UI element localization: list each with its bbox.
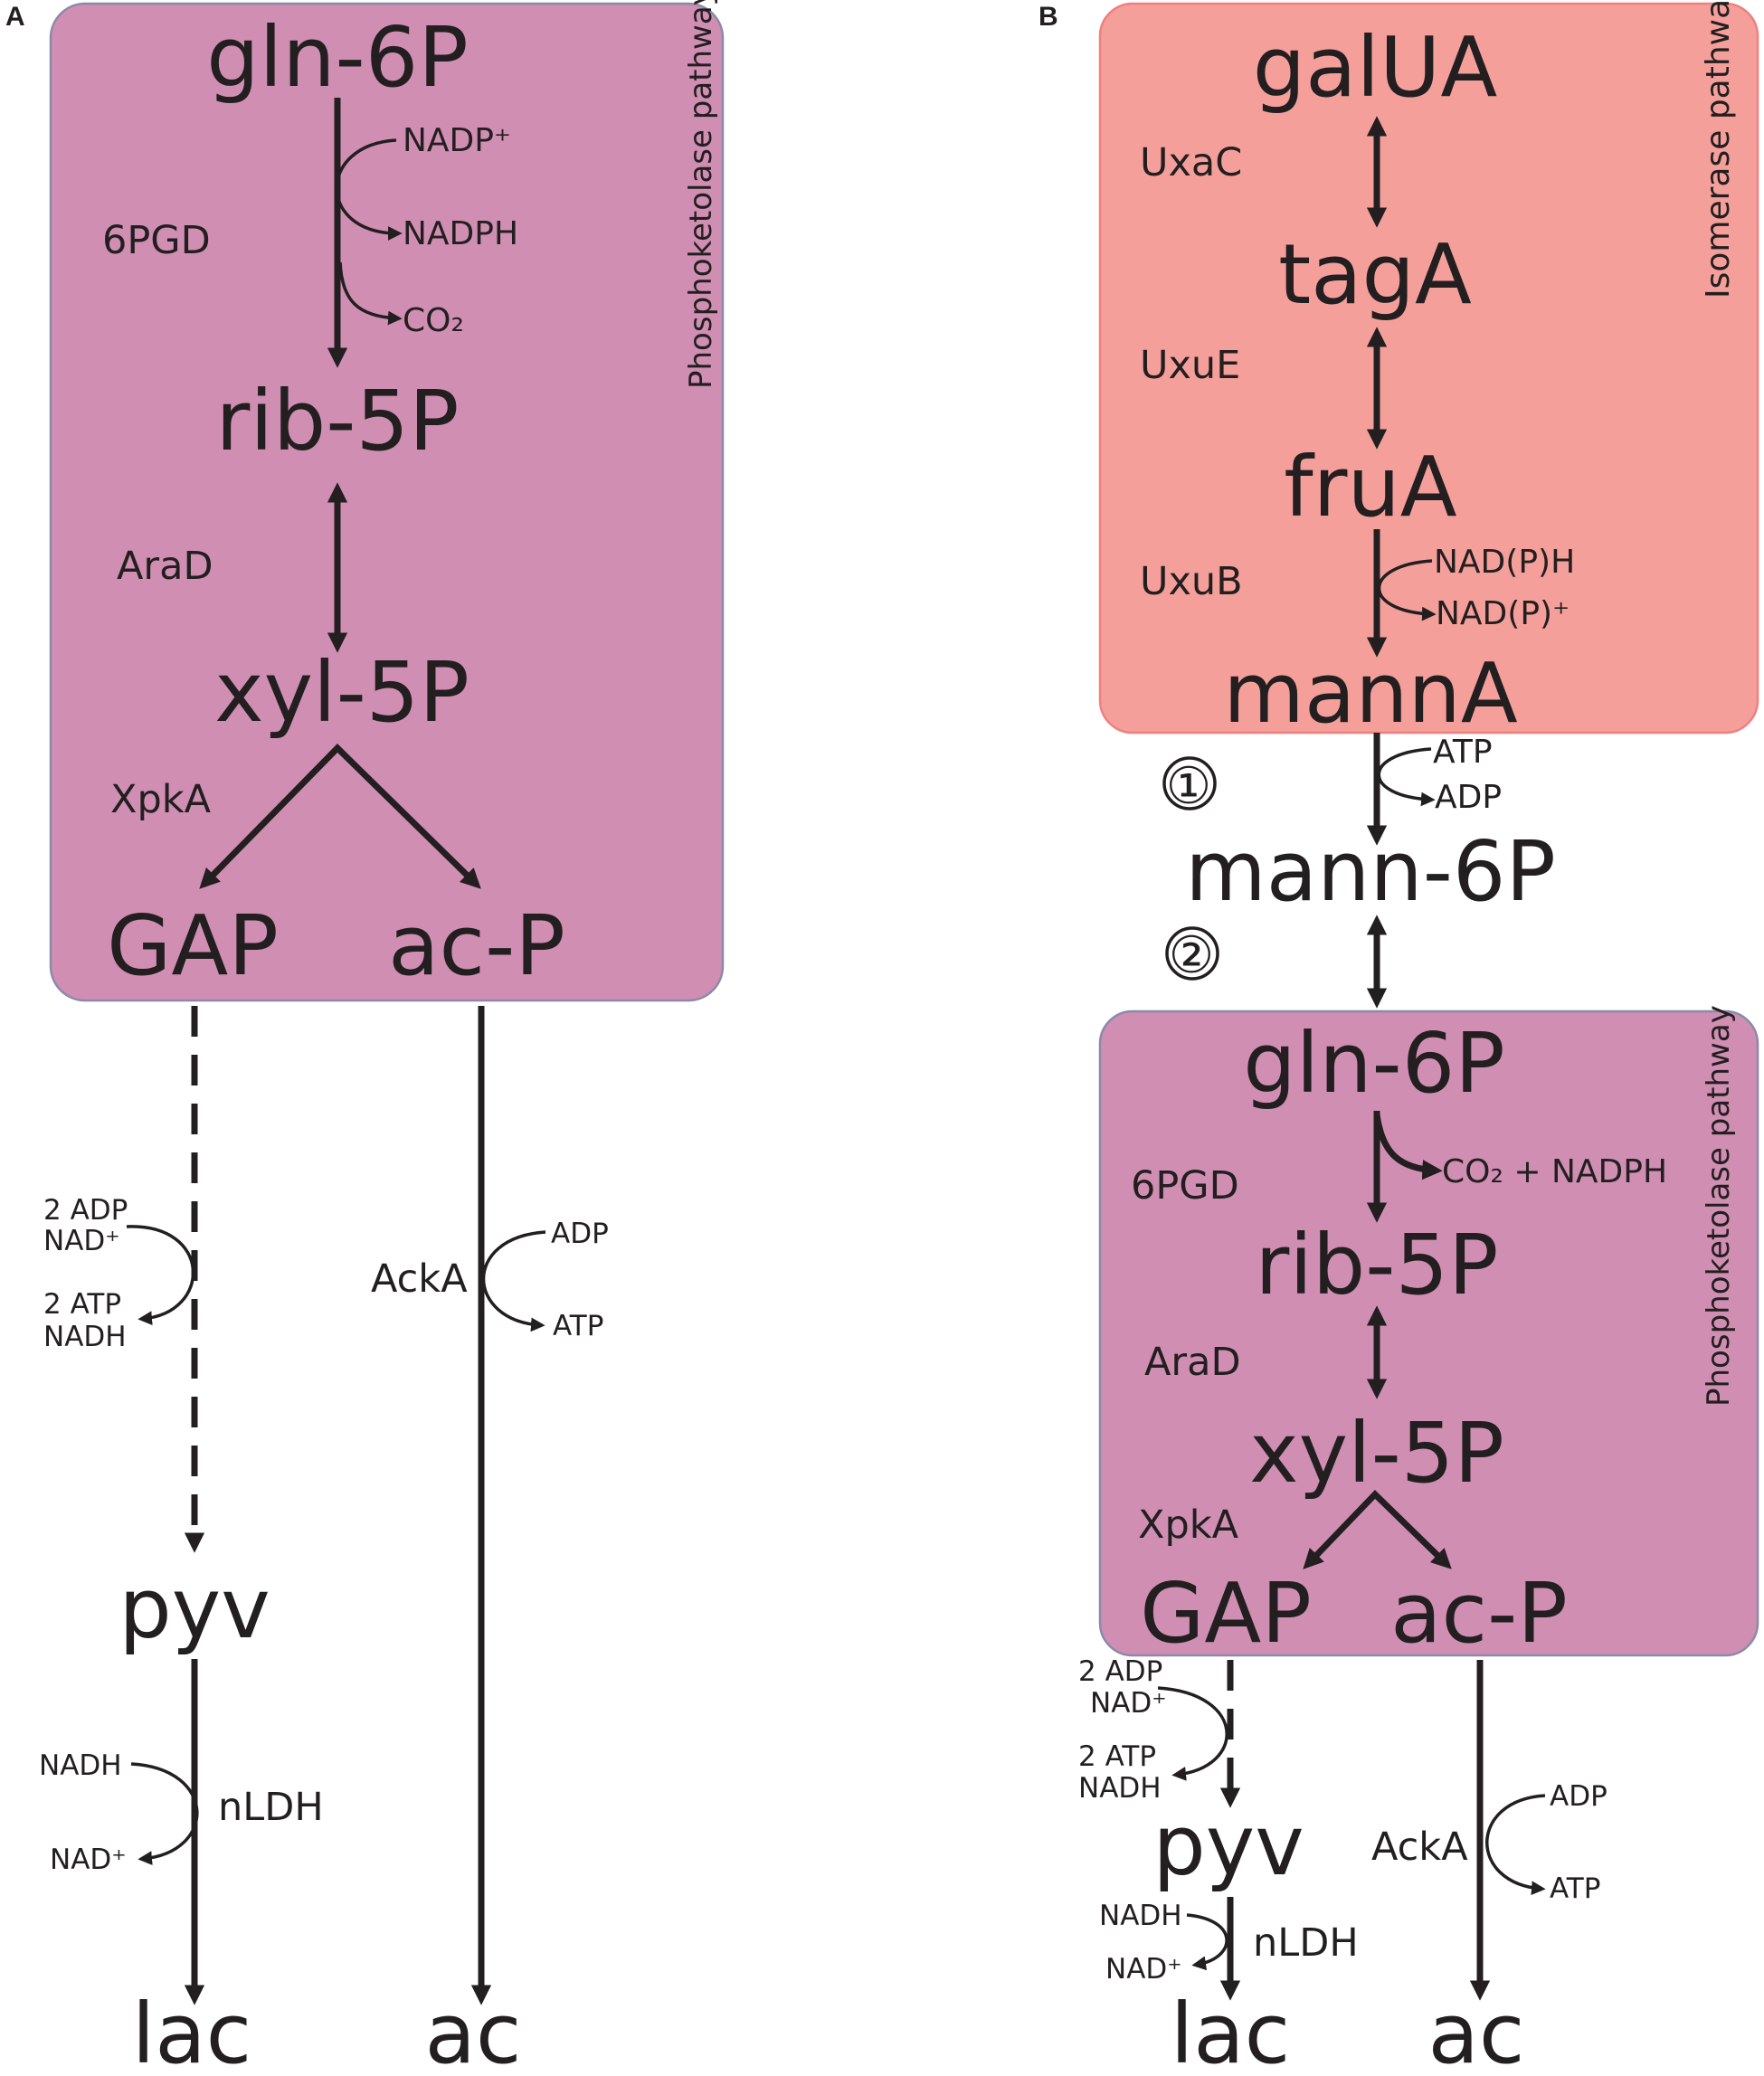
panel-a-enzyme-arad: AraD (117, 544, 213, 589)
panel-a-nadh-1: NADH (43, 1321, 127, 1353)
panel-b-acp: ac-P (1390, 1565, 1568, 1662)
panel-a-2atp: 2 ATP (43, 1288, 121, 1321)
panel-b-adp-1: ADP (1435, 779, 1502, 816)
panel-b-arrow-xyl5p-split (1303, 1490, 1452, 1569)
panel-a-enzyme-acka: AckA (371, 1256, 468, 1302)
panel-a-arrow-nldh-cofactors (130, 1762, 199, 1865)
panel-a-nadph: NADPH (403, 215, 518, 252)
panel-b-enzyme-xpka: XpkA (1138, 1502, 1239, 1548)
panel-b-manna: mannA (1223, 645, 1518, 742)
panel-b-pyv: pyv (1152, 1797, 1304, 1894)
panel-b-phospho-title: Phosphoketolase pathway (1701, 1005, 1737, 1407)
panel-b-gap: GAP (1140, 1565, 1312, 1662)
panel-b-atp-1: ATP (1433, 734, 1493, 771)
panel-a-phosphoketolase-box (49, 2, 725, 1002)
panel-a-ac: ac (425, 1986, 522, 2076)
panel-b-nadh-1: NADH (1078, 1772, 1162, 1805)
panel-b-lac: lac (1171, 1986, 1291, 2076)
panel-a-enzyme-6pgd: 6PGD (102, 218, 211, 263)
panel-b-enzyme-uxub: UxuB (1140, 559, 1243, 604)
panel-a-gln6p: gln-6P (206, 9, 468, 106)
panel-a-arrow-co2 (338, 261, 403, 326)
panel-b-nadph-h: NAD(P)H (1434, 544, 1575, 581)
panel-a-arrow-nadp-nadph (335, 138, 403, 241)
panel-a-arrow-acka-cofactors (481, 1230, 546, 1332)
panel-a-label: A (5, 2, 25, 32)
panel-b-atp-2: ATP (1550, 1872, 1600, 1905)
panel-b-enzyme-acka: AckA (1371, 1825, 1468, 1870)
panel-b-isomerase-box (1098, 2, 1759, 735)
panel-b-xyl5p: xyl-5P (1249, 1405, 1504, 1502)
panel-b-nadp-plus: NAD(P)⁺ (1436, 595, 1570, 632)
panel-b-arrow-co2-nadph (1373, 1114, 1443, 1180)
panel-a-2adp: 2 ADP (43, 1194, 128, 1227)
panel-a-atp: ATP (553, 1310, 603, 1342)
panel-b-enzyme-uxac: UxaC (1140, 140, 1242, 185)
panel-b-2adp: 2 ADP (1078, 1655, 1162, 1688)
panel-a-nad-plus-1: NAD⁺ (43, 1225, 120, 1257)
panel-a-pyv: pyv (119, 1560, 270, 1657)
panel-a-box-title: Phosphoketolase pathway (683, 0, 719, 389)
panel-b-arrow-acka-cofactors (1485, 1794, 1546, 1896)
panel-b-mann6p: mann-6P (1185, 823, 1556, 920)
panel-a-nadp: NADP⁺ (403, 122, 511, 159)
panel-a-nad-plus-2: NAD⁺ (50, 1844, 127, 1876)
panel-a-adp: ADP (551, 1218, 609, 1250)
panel-b-ac: ac (1428, 1986, 1525, 2076)
panel-b-galua: galUA (1253, 19, 1498, 116)
panel-b-enzyme-uxue: UxuE (1140, 343, 1240, 388)
panel-b-frua: fruA (1284, 439, 1457, 536)
panel-b-nad-plus-2: NAD⁺ (1105, 1953, 1182, 1986)
panel-b-co2-nadph: CO₂ + NADPH (1442, 1153, 1667, 1190)
panel-b-gln6p: gln-6P (1243, 1015, 1504, 1112)
panel-b-adp-2: ADP (1550, 1780, 1608, 1813)
panel-b-step-1-ring (1162, 756, 1217, 810)
panel-a-rib5p: rib-5P (216, 373, 460, 469)
panel-b-step-2-ring (1165, 926, 1219, 981)
panel-a-enzyme-xpka: XpkA (110, 777, 212, 822)
panel-a-enzyme-nldh: nLDH (218, 1785, 324, 1830)
panel-b-enzyme-nldh: nLDH (1253, 1920, 1359, 1966)
panel-a-arrow-glycolysis-cofactors (126, 1225, 195, 1325)
panel-b-isomerase-title: Isomerase pathway (1700, 0, 1737, 299)
panel-a-gap: GAP (107, 897, 279, 994)
panel-b-nadh-2: NADH (1099, 1900, 1182, 1932)
panel-b-phosphoketolase-box (1098, 1010, 1759, 1657)
panel-b-arrow-glycolysis-cofactors (1157, 1686, 1228, 1781)
panel-b-rib5p: rib-5P (1256, 1217, 1499, 1313)
panel-b-label: B (1038, 2, 1058, 32)
panel-a-nadh-2: NADH (39, 1749, 122, 1782)
panel-a-arrow-xyl5p-split (199, 744, 481, 889)
panel-b-taga: tagA (1278, 226, 1472, 323)
panel-b-arrow-atp-adp (1377, 747, 1436, 807)
panel-b-arrow-nldh-cofactors (1186, 1913, 1228, 1971)
panel-b-enzyme-arad: AraD (1144, 1340, 1241, 1385)
panel-a-co2: CO₂ (403, 302, 464, 339)
panel-a-acp: ac-P (388, 897, 565, 994)
panel-b-nad-plus-1: NAD⁺ (1090, 1687, 1167, 1720)
panel-b-arrow-uxub-cofactors (1378, 559, 1437, 621)
panel-a-xyl5p: xyl-5P (214, 644, 469, 741)
panel-b-2atp: 2 ATP (1078, 1740, 1156, 1773)
panel-b-enzyme-6pgd: 6PGD (1131, 1163, 1239, 1209)
